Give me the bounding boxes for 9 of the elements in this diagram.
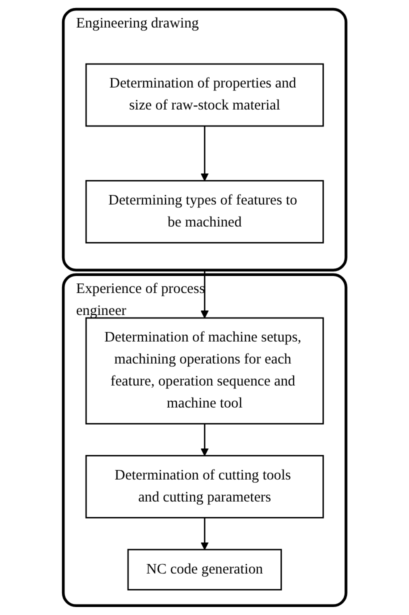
arrow — [200, 424, 208, 456]
node-box: Determination of cutting tools and cutting parameters — [85, 455, 324, 518]
arrow — [200, 270, 208, 318]
arrow — [200, 126, 208, 182]
arrow — [200, 518, 208, 550]
node-box: Determination of properties and size of raw-stock material — [85, 63, 324, 127]
node-box: Determination of machine setups, machining operations for each feature, operation sequence and machine tool — [85, 317, 324, 424]
node-box: Determining types of features to be machined — [85, 180, 324, 244]
node-box: NC code generation — [127, 548, 282, 590]
